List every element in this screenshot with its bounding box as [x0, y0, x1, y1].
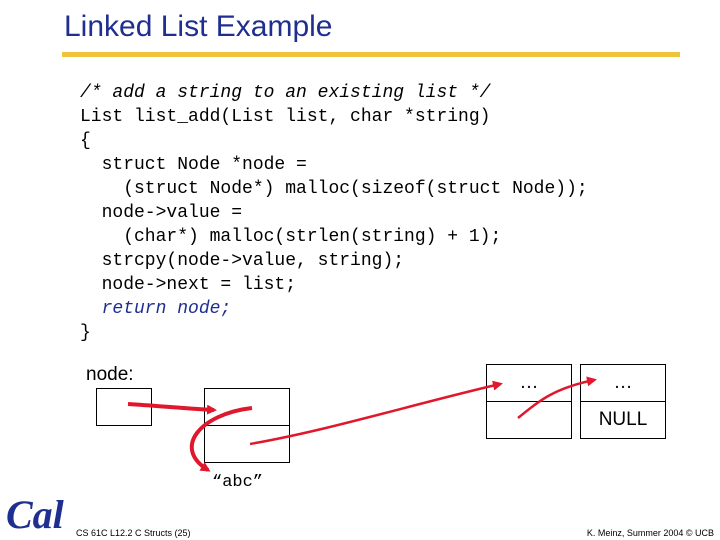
- code-line: strcpy(node->value, string);: [80, 251, 405, 271]
- cal-logo-text: Cal: [6, 492, 65, 536]
- list-node-1-value-text: …: [519, 372, 539, 393]
- code-line: (struct Node*) malloc(sizeof(struct Node…: [80, 179, 588, 199]
- slide-title: Linked List Example: [64, 10, 333, 43]
- node-pointer-box: [96, 388, 152, 426]
- footer-course: CS 61C L12.2 C Structs (25): [76, 528, 191, 538]
- list-node-1-value-field: …: [486, 364, 572, 402]
- new-node-value-field: [204, 388, 290, 426]
- list-node-2-null-text: NULL: [598, 409, 648, 430]
- new-node-next-field: [204, 425, 290, 463]
- title-underline: [62, 52, 680, 57]
- list-node-2-value-text: …: [613, 372, 633, 393]
- list-node-2-value-field: …: [580, 364, 666, 402]
- string-value-label: “abc”: [212, 473, 264, 492]
- cal-logo: Cal: [6, 492, 65, 536]
- footer-credit: K. Meinz, Summer 2004 © UCB: [586, 528, 714, 538]
- code-line: node->next = list;: [80, 275, 297, 295]
- code-line: {: [80, 131, 91, 151]
- node-variable-label: node:: [86, 364, 134, 385]
- code-line: struct Node *node =: [80, 155, 307, 175]
- code-line: }: [80, 323, 91, 343]
- list-node-2-next-field: NULL: [580, 401, 666, 439]
- code-line: /* add a string to an existing list */: [80, 83, 491, 103]
- code-line: return node;: [80, 299, 232, 319]
- code-line: node->value =: [80, 203, 243, 223]
- list-node-1-next-field: [486, 401, 572, 439]
- code-block: /* add a string to an existing list */ L…: [80, 81, 588, 345]
- code-line: (char*) malloc(strlen(string) + 1);: [80, 227, 502, 247]
- code-line: List list_add(List list, char *string): [80, 107, 491, 127]
